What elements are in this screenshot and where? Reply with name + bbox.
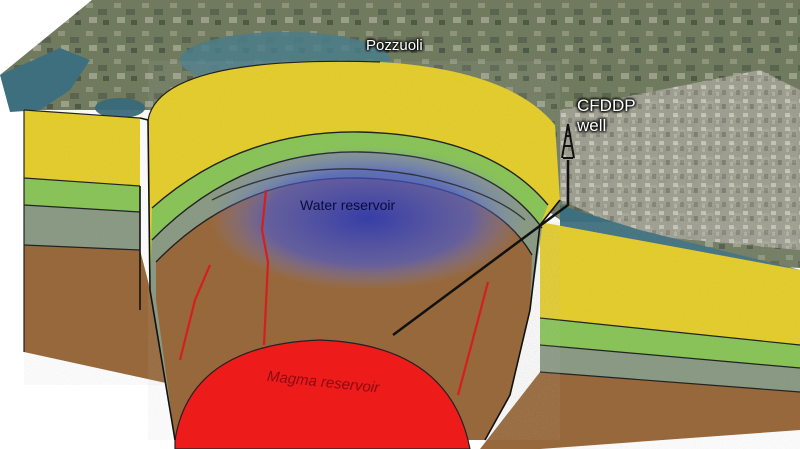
magma-reservoir [174, 339, 471, 449]
fault-lines [178, 189, 490, 396]
caldera-faults [139, 117, 561, 441]
right-block [480, 222, 800, 449]
city-area [560, 70, 800, 250]
left-block [24, 110, 175, 385]
well-label: CFDDP well [577, 96, 647, 136]
well-trajectory [392, 160, 570, 337]
lake [95, 98, 145, 118]
well-label-line2: well [577, 116, 607, 135]
water-reservoir-label: Water reservoir [300, 197, 396, 213]
sea-bay-left [0, 48, 90, 112]
drilling-rig-icon [561, 123, 575, 159]
well-label-line1: CFDDP [577, 96, 636, 115]
water-reservoir [210, 146, 526, 290]
town-label: Pozzuoli [366, 37, 423, 54]
